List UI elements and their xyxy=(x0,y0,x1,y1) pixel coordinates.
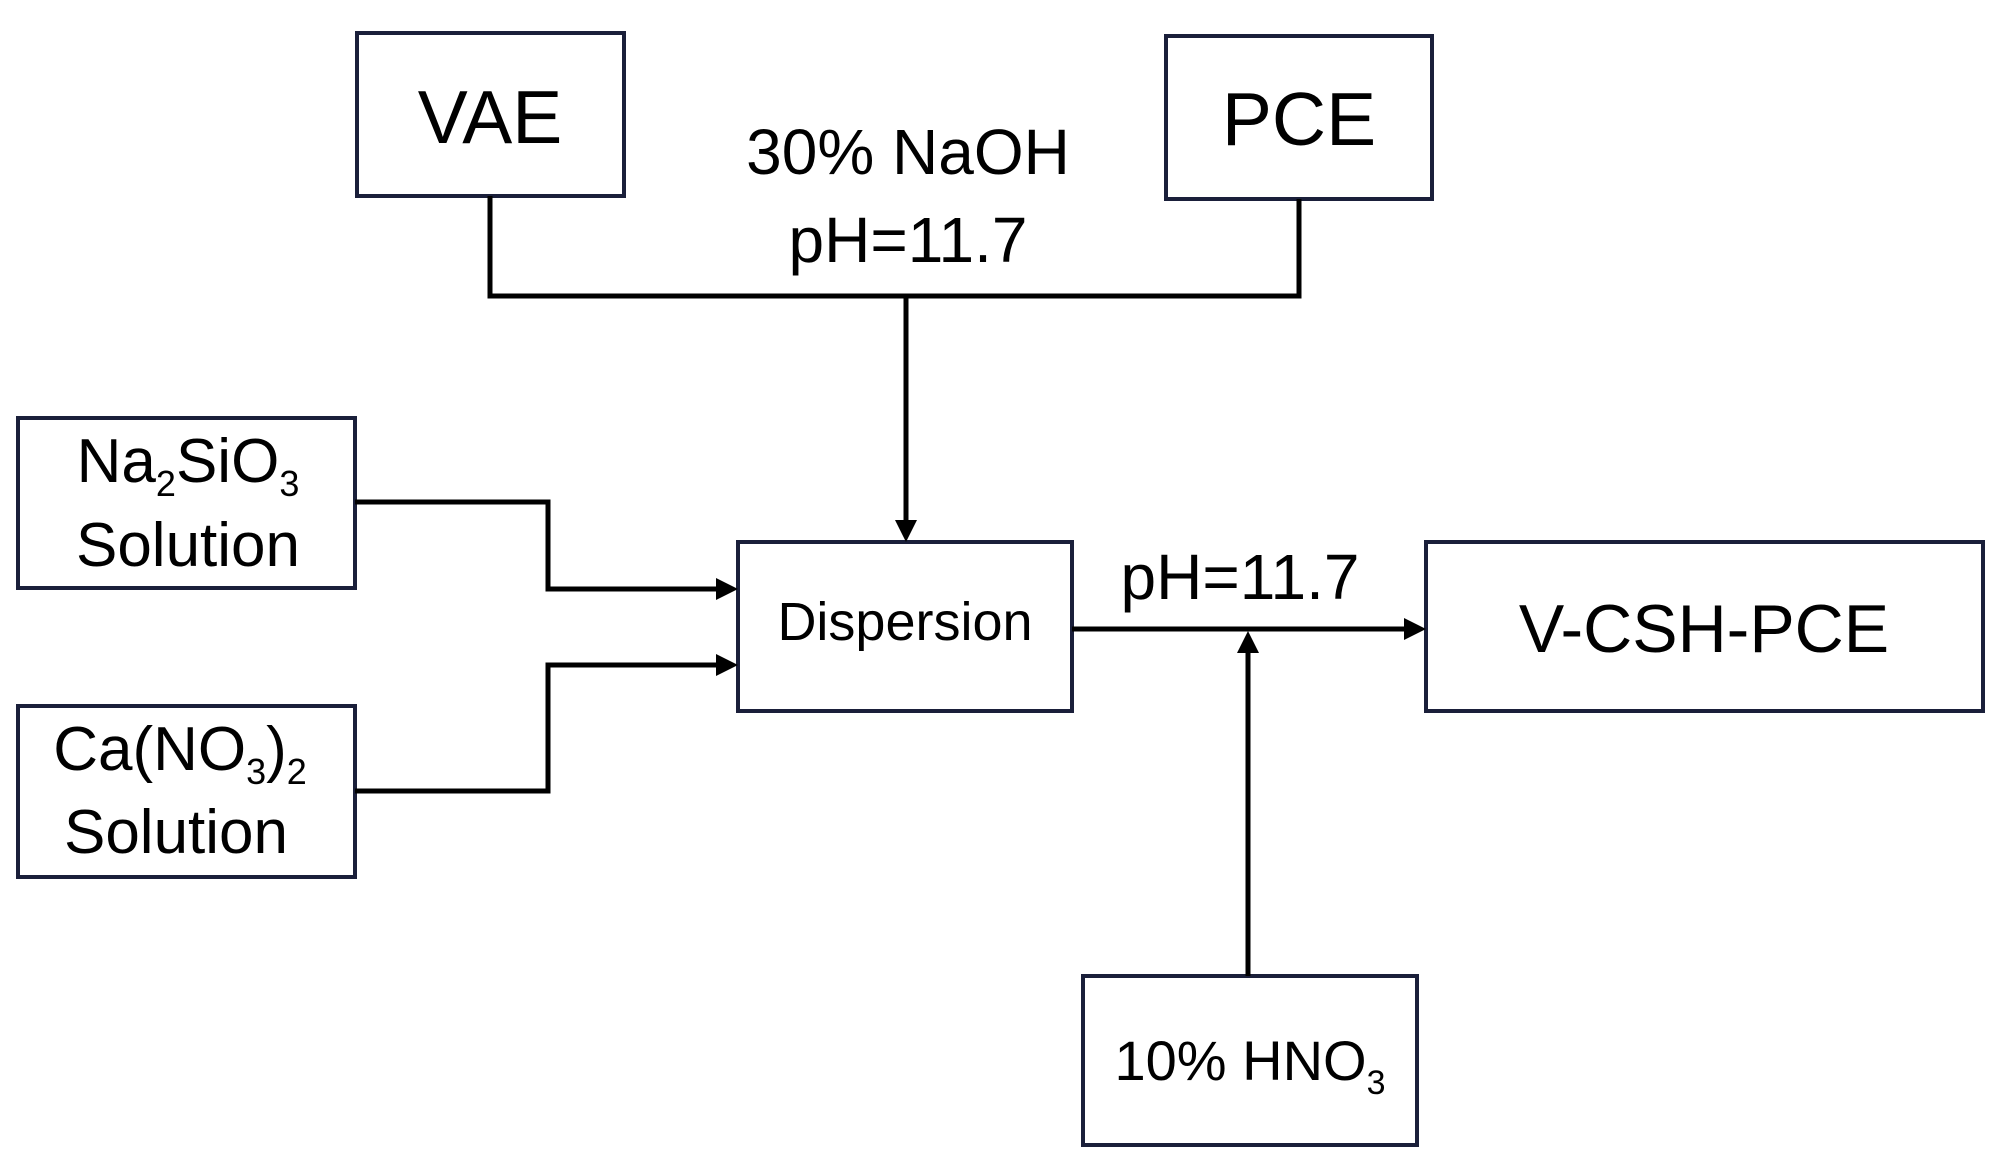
na2sio3-sub1: 2 xyxy=(156,463,176,504)
product-box xyxy=(1424,540,1985,713)
arrowhead-down xyxy=(895,520,917,542)
cano3-formula: Ca(NO3)2 xyxy=(53,715,307,792)
naoh-ph-label: pH=11.7 xyxy=(789,204,1028,276)
hno3-sub: 3 xyxy=(1367,1064,1386,1102)
vae-box xyxy=(355,31,626,198)
naoh-label: 30% NaOH xyxy=(746,116,1070,188)
cano3-sub1: 3 xyxy=(246,751,266,792)
cano3-sub2: 2 xyxy=(287,751,307,792)
arrowhead-right-upper xyxy=(716,578,738,600)
hno3-base: 10% HNO xyxy=(1114,1029,1366,1092)
na2sio3-mid: SiO xyxy=(176,427,279,496)
arrowhead-right-lower xyxy=(716,654,738,676)
vae-label: VAE xyxy=(418,75,563,159)
product-label: V-CSH-PCE xyxy=(1519,591,1889,667)
pce-box xyxy=(1164,34,1434,201)
vae-to-junction-line xyxy=(487,196,1302,299)
cano3-base: Ca(NO xyxy=(53,715,246,784)
cano3-to-dispersion-line xyxy=(355,662,718,794)
cano3-mid: ) xyxy=(266,715,287,784)
hno3-formula: 10% HNO3 xyxy=(1114,1029,1385,1102)
na2sio3-base: Na xyxy=(77,427,157,496)
dispersion-box xyxy=(736,540,1074,713)
na2sio3-to-dispersion-line xyxy=(355,499,718,592)
arrowhead-right-product xyxy=(1404,618,1426,640)
na2sio3-box xyxy=(16,416,357,590)
hno3-box xyxy=(1081,974,1419,1147)
ph-output-label: pH=11.7 xyxy=(1121,541,1360,613)
dispersion-label: Dispersion xyxy=(777,592,1032,652)
cano3-solution-label: Solution xyxy=(64,798,288,867)
na2sio3-sub2: 3 xyxy=(279,463,299,504)
na2sio3-solution-label: Solution xyxy=(76,511,300,580)
arrowhead-up xyxy=(1237,631,1259,653)
na2sio3-formula: Na2SiO3 xyxy=(77,427,300,504)
pce-label: PCE xyxy=(1222,77,1376,161)
